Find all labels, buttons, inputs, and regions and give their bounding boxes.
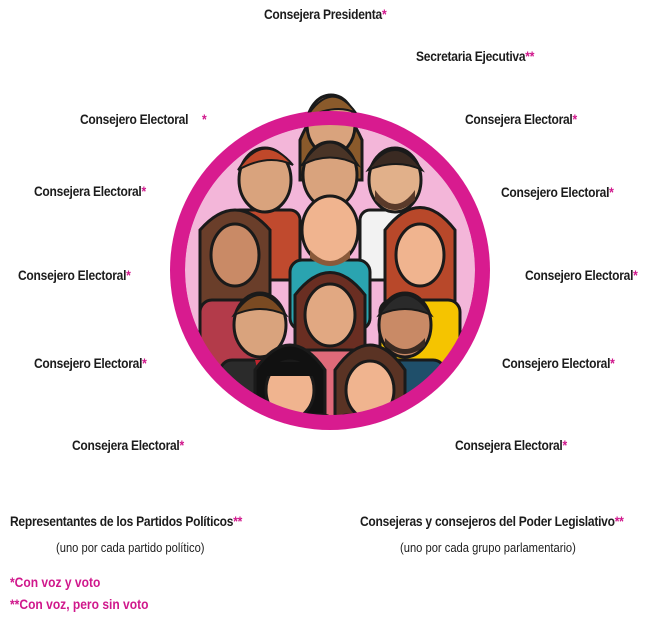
mark-asterisk: *	[633, 267, 638, 283]
label-text: Consejero Electoral	[18, 267, 127, 283]
person-center-man	[299, 140, 361, 210]
label-secretaria-ejecutiva: Secretaria Ejecutiva**	[416, 48, 534, 64]
mark-asterisk: *	[126, 267, 131, 283]
label-text: Consejero Electoral	[502, 355, 611, 371]
label-left-4: Consejero Electoral*	[34, 355, 147, 371]
label-text: Consejera Electoral	[455, 437, 563, 453]
council-members-illustration	[170, 93, 490, 430]
label-text: Consejera Electoral	[34, 183, 142, 199]
legend-voice-and-vote: *Con voz y voto	[10, 574, 101, 590]
note-party-representatives: (uno por cada partido político)	[56, 540, 205, 555]
label-right-2: Consejero Electoral*	[501, 184, 614, 200]
label-right-4: Consejero Electoral*	[502, 355, 615, 371]
label-legislative-councilors: Consejeras y consejeros del Poder Legisl…	[360, 513, 624, 529]
mark-asterisk: *	[609, 184, 614, 200]
label-text: Consejera Electoral	[465, 111, 573, 127]
label-text: Representantes de los Partidos Políticos	[10, 513, 234, 529]
mark-asterisk: **	[233, 513, 243, 529]
label-text: Consejero Electoral	[80, 111, 189, 127]
label-text: Consejero Electoral	[525, 267, 634, 283]
label-right-1: Consejera Electoral*	[465, 111, 577, 127]
mark-asterisk: *	[201, 111, 207, 127]
label-consejera-presidenta: Consejera Presidenta*	[264, 6, 387, 22]
label-text: Consejera Presidenta	[264, 6, 382, 22]
mark-asterisk: *	[562, 437, 568, 453]
label-party-representatives: Representantes de los Partidos Políticos…	[10, 513, 242, 529]
label-right-5: Consejera Electoral*	[455, 437, 567, 453]
label-text: Consejero Electoral	[34, 355, 143, 371]
label-left-2: Consejera Electoral*	[34, 183, 146, 199]
mark-asterisk: *	[381, 6, 387, 22]
label-text: Consejero Electoral	[501, 184, 610, 200]
mark-asterisk: *	[610, 355, 615, 371]
mark-asterisk: *	[142, 355, 147, 371]
person-bangs-woman	[253, 343, 337, 420]
mark-asterisk: **	[525, 48, 535, 64]
label-left-5: Consejera Electoral*	[72, 437, 184, 453]
mark-asterisk: *	[179, 437, 185, 453]
mark-asterisk: *	[572, 111, 578, 127]
legend-voice-no-vote: **Con voz, pero sin voto	[10, 596, 149, 612]
ring-frame	[171, 111, 489, 429]
label-text: Consejera Electoral	[72, 437, 180, 453]
label-text: Consejeras y consejeros del Poder Legisl…	[360, 513, 615, 529]
mark-asterisk: **	[614, 513, 624, 529]
label-left-1: Consejero Electoral *	[80, 111, 207, 127]
label-right-3: Consejero Electoral*	[525, 267, 638, 283]
label-text: Secretaria Ejecutiva	[416, 48, 526, 64]
label-left-3: Consejero Electoral*	[18, 267, 131, 283]
mark-asterisk: *	[141, 183, 147, 199]
note-legislative-councilors: (uno por cada grupo parlamentario)	[400, 540, 576, 555]
